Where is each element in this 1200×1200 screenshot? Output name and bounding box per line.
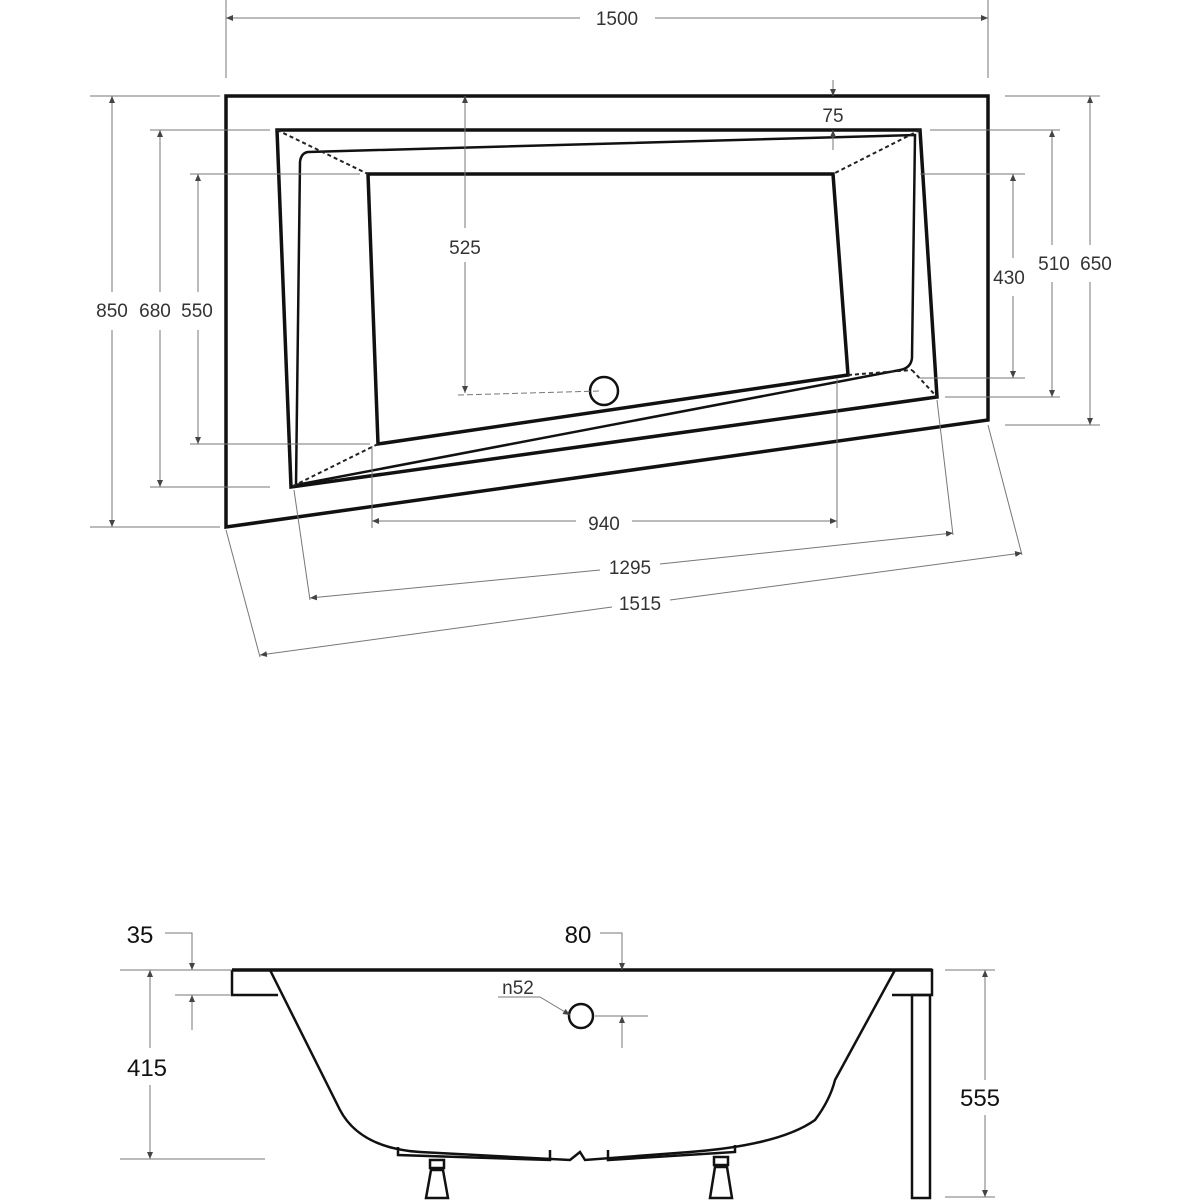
- inner-ledge: [294, 133, 917, 487]
- dim-rim-width-left: 680: [139, 301, 171, 322]
- dim-rim-offset: 75: [822, 106, 843, 127]
- corner-dash: [911, 369, 938, 398]
- bowl-outline: [268, 969, 897, 1162]
- dim-rim-thickness: 35: [127, 922, 154, 949]
- overflow-hole-icon: [567, 1002, 595, 1030]
- dim-depth: 415: [127, 1055, 167, 1082]
- drain-icon: [588, 375, 620, 407]
- rim-block-left: [230, 970, 278, 997]
- dim-total-height: 555: [960, 1085, 1000, 1112]
- leg-right: [708, 1155, 734, 1200]
- dim-overflow-diameter: n52: [502, 978, 534, 999]
- corner-dash: [290, 443, 379, 488]
- dim-overall-width-right: 650: [1080, 254, 1112, 275]
- side-view: 35 80 n52 415 555: [120, 922, 1000, 1200]
- side-panel: [910, 993, 932, 1200]
- dim-rim-length-front: 1295: [609, 558, 651, 579]
- rim-block-right: [892, 968, 934, 997]
- dim-basin-width-right: 430: [993, 268, 1025, 289]
- top-view: 1500 850 680 550 650 510 430 525 75 940: [90, 0, 1112, 658]
- outer-outline: [224, 94, 990, 530]
- corner-dash: [847, 369, 913, 376]
- dim-front-length: 1515: [619, 594, 661, 615]
- dim-overall-width-left: 850: [96, 301, 128, 322]
- dim-basin-length: 940: [588, 514, 620, 535]
- dim-rim-width-right: 510: [1038, 254, 1070, 275]
- dim-drain-offset: 525: [449, 238, 481, 259]
- dim-basin-width-left: 550: [181, 301, 213, 322]
- dim-overall-length: 1500: [596, 9, 638, 30]
- corner-dash: [276, 129, 369, 175]
- leg-left: [424, 1158, 450, 1200]
- support-plate-left: [396, 1147, 552, 1162]
- dim-drain-offset-top: 80: [565, 922, 592, 949]
- support-plate-right: [606, 1145, 737, 1162]
- corner-dash: [832, 129, 921, 175]
